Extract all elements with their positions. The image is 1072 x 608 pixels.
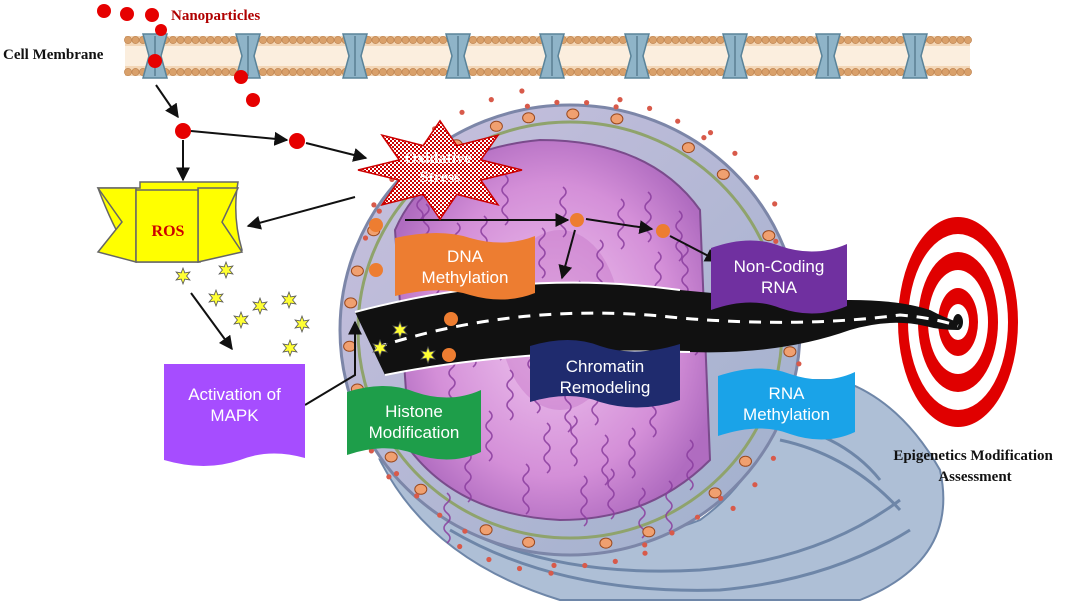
oxidative-stress-burst: Oxidative Stress [357, 119, 523, 221]
chromatin-remodeling-label: Chromatin Remodeling [559, 357, 651, 397]
activation-mapk-label: Activation of MAPK [188, 385, 281, 425]
ros-banner: ROS [96, 181, 244, 263]
dna-methylation-label: DNA Methylation [421, 247, 509, 287]
ros-label: ROS [152, 223, 185, 240]
orange-particles [369, 213, 670, 362]
non-coding-rna-box [711, 240, 847, 314]
rna-methylation-box [718, 368, 855, 440]
chromatin-remodeling-box [530, 340, 680, 408]
nanoparticles [97, 4, 305, 149]
yellow-stars [175, 260, 436, 365]
pathway-arrows [155, 84, 720, 406]
activation-mapk-box [164, 364, 305, 466]
oxidative-stress-label: Oxidative Stress [405, 150, 476, 186]
histone-modification-box [347, 386, 481, 460]
dna-methylation-box [395, 233, 535, 300]
cell-membrane-label: Cell Membrane [3, 47, 104, 63]
rna-methylation-label: RNA Methylation [743, 384, 830, 424]
nanoparticles-label: Nanoparticles [171, 8, 260, 24]
non-coding-rna-label: Non-Coding RNA [733, 257, 825, 297]
cell-membrane [124, 33, 972, 79]
histone-modification-label: Histone Modification [368, 402, 460, 442]
assessment-label: Epigenetics Modification Assessment [893, 448, 1056, 485]
